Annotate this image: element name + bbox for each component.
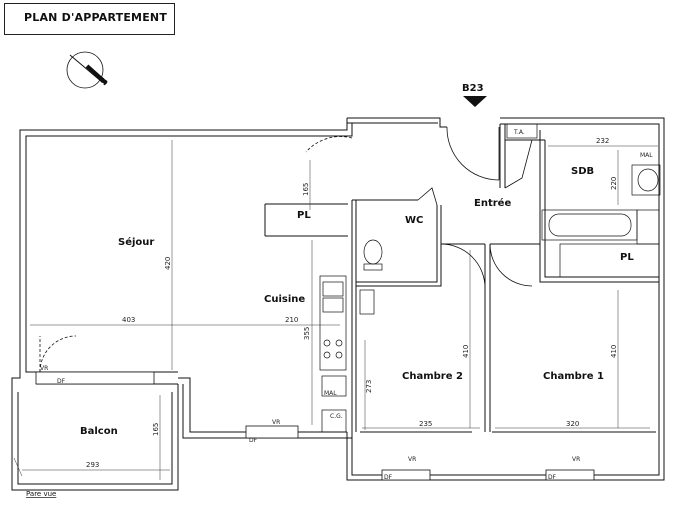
- label-cg: C.G.: [330, 413, 343, 420]
- room-balcon: Balcon: [80, 426, 118, 437]
- dim-420: 420: [164, 257, 172, 270]
- entry-arrow-icon: [463, 96, 487, 107]
- room-chambre2: Chambre 2: [402, 371, 463, 382]
- label-vr-balcon: VR: [40, 365, 48, 372]
- label-mal-sdb: MAL: [640, 152, 653, 159]
- dim-210: 210: [285, 316, 298, 324]
- compass-arrow-icon: [66, 51, 108, 89]
- label-df-chambre2: DF: [384, 474, 393, 481]
- room-wc: WC: [405, 215, 423, 226]
- dim-293: 293: [86, 461, 99, 469]
- dim-165-balcon: 165: [152, 423, 160, 436]
- label-vr-chambre2: VR: [408, 456, 416, 463]
- dimension-lines: [13, 140, 658, 480]
- dim-165-top: 165: [302, 183, 310, 196]
- dim-220: 220: [610, 177, 618, 190]
- label-vr-kitchen: VR: [272, 419, 280, 426]
- fixtures: [319, 123, 661, 433]
- label-mal-kitchen: MAL: [324, 390, 337, 397]
- dim-273: 273: [365, 380, 373, 393]
- label-df-chambre1: DF: [548, 474, 557, 481]
- compass-label: S: [99, 76, 111, 88]
- unit-label: B23: [462, 83, 484, 94]
- dim-232: 232: [596, 137, 609, 145]
- title-box: [4, 3, 175, 35]
- label-df-balcon: DF: [57, 378, 66, 385]
- label-df-kitchen: DF: [249, 437, 258, 444]
- label-pare-vue: Pare vue: [26, 490, 56, 498]
- dim-403: 403: [122, 316, 135, 324]
- room-sejour: Séjour: [118, 236, 154, 248]
- dim-410-left: 410: [462, 345, 470, 358]
- dim-235: 235: [419, 420, 432, 428]
- dim-355: 355: [303, 327, 311, 340]
- label-vr-chambre1: VR: [572, 456, 580, 463]
- storage-pl-right: PL: [620, 252, 634, 263]
- label-ta: T.A.: [513, 129, 525, 136]
- storage-pl-left: PL: [297, 210, 311, 221]
- dim-320: 320: [566, 420, 579, 428]
- room-chambre1: Chambre 1: [543, 371, 604, 382]
- doors: [39, 126, 533, 373]
- dim-410-right: 410: [610, 345, 618, 358]
- room-sdb: SDB: [571, 166, 594, 177]
- room-cuisine: Cuisine: [264, 294, 305, 305]
- plan-title: PLAN D'APPARTEMENT: [24, 11, 168, 24]
- room-entree: Entrée: [474, 197, 511, 209]
- windows: [35, 371, 595, 481]
